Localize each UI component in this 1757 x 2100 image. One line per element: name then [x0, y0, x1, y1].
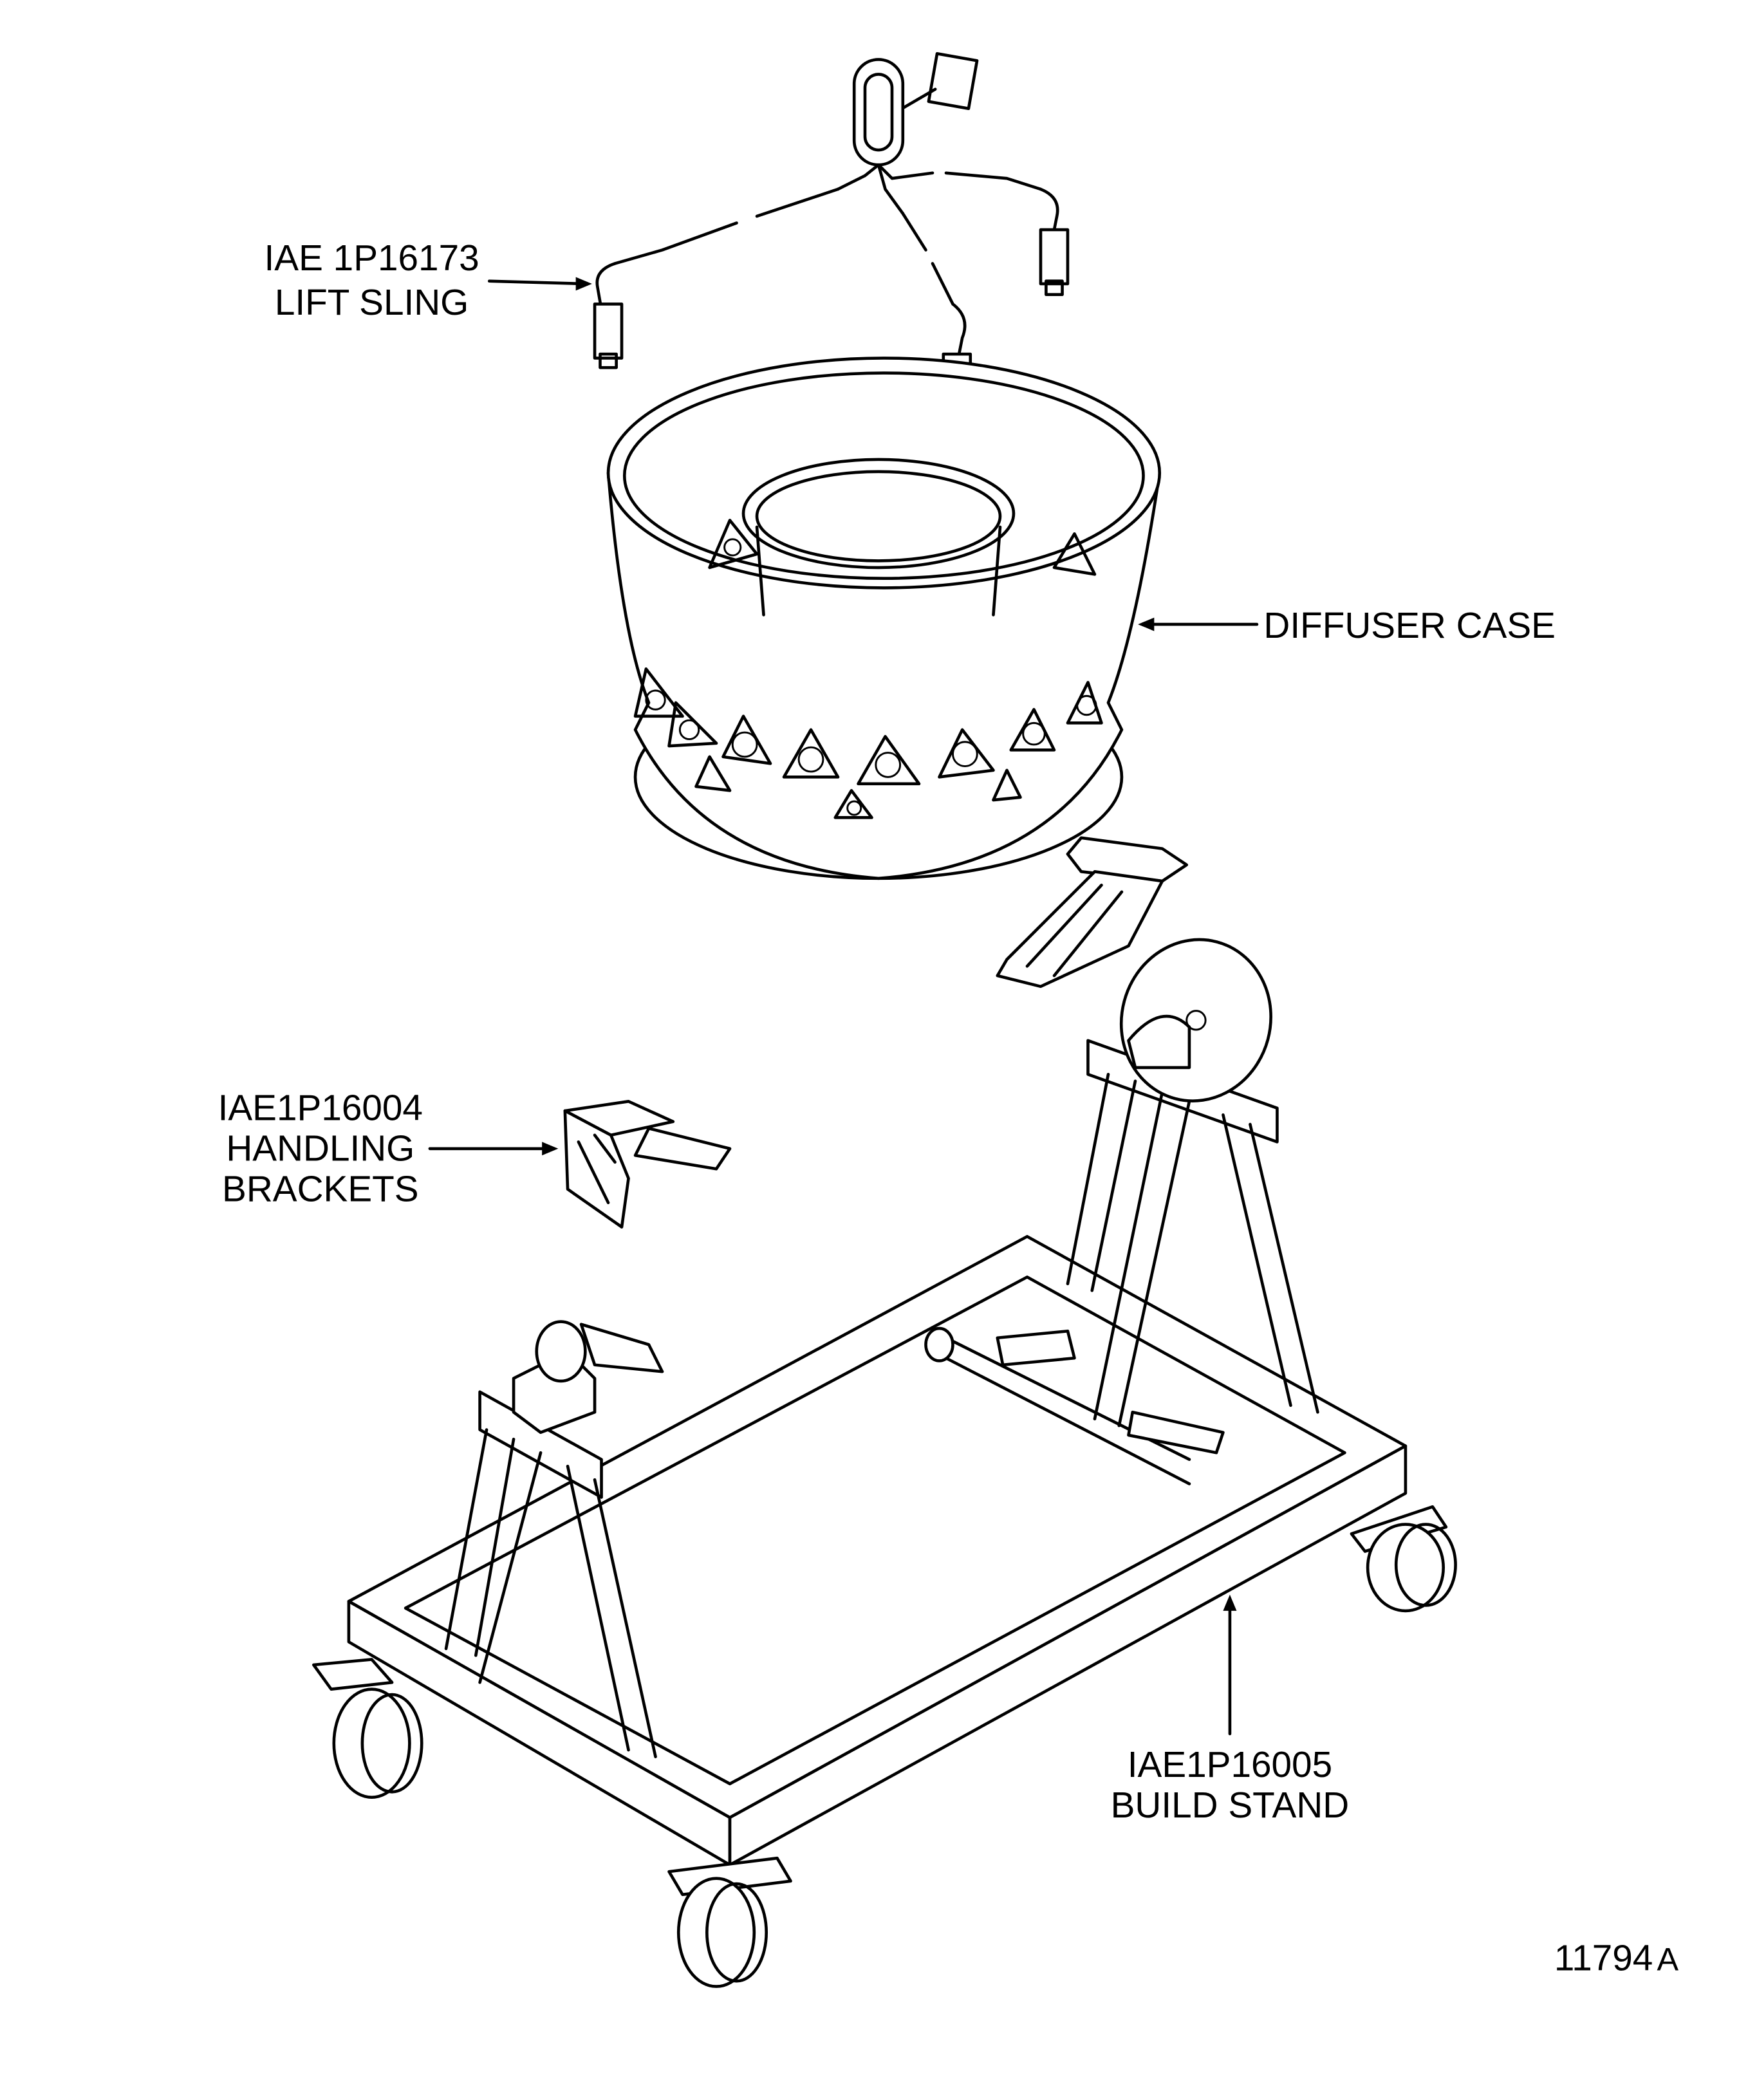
lift-sling-name: LIFT SLING	[275, 283, 469, 323]
lift-sling-part-number: IAE 1P16173	[265, 238, 479, 279]
handling-bracket-lower-illustration	[563, 1099, 732, 1229]
diffuser-bosses	[633, 519, 1103, 819]
handling-brackets-part-number: IAE1P16004	[218, 1088, 423, 1129]
handling-bracket-upper-illustration	[996, 836, 1189, 989]
handling-brackets-name-line2: BRACKETS	[222, 1169, 419, 1210]
diffuser-case-name: DIFFUSER CASE	[1263, 606, 1556, 646]
handling-brackets-name-line1: HANDLING	[226, 1129, 414, 1169]
diffuser-case-label: DIFFUSER CASE	[1138, 606, 1556, 646]
handling-brackets-label: IAE1P16004 HANDLING BRACKETS	[218, 1088, 559, 1210]
figure-number-value: 11794	[1554, 1938, 1653, 1978]
build-stand-label: IAE1P16005 BUILD STAND	[1111, 1594, 1350, 1826]
diffuser-case-illustration	[606, 357, 1162, 880]
caster-front	[667, 1856, 792, 1988]
build-stand-name: BUILD STAND	[1111, 1785, 1350, 1826]
figure-number: 11794 A	[1554, 1938, 1679, 1978]
lift-sling-leader-arrow	[487, 279, 586, 286]
build-stand-illustration	[311, 938, 1457, 1988]
figure-number-suffix: A	[1657, 1940, 1678, 1977]
caster-right	[1350, 1505, 1457, 1613]
caster-left	[311, 1658, 423, 1799]
build-stand-part-number: IAE1P16005	[1128, 1745, 1332, 1785]
lift-sling-label: IAE 1P16173 LIFT SLING	[265, 238, 592, 323]
